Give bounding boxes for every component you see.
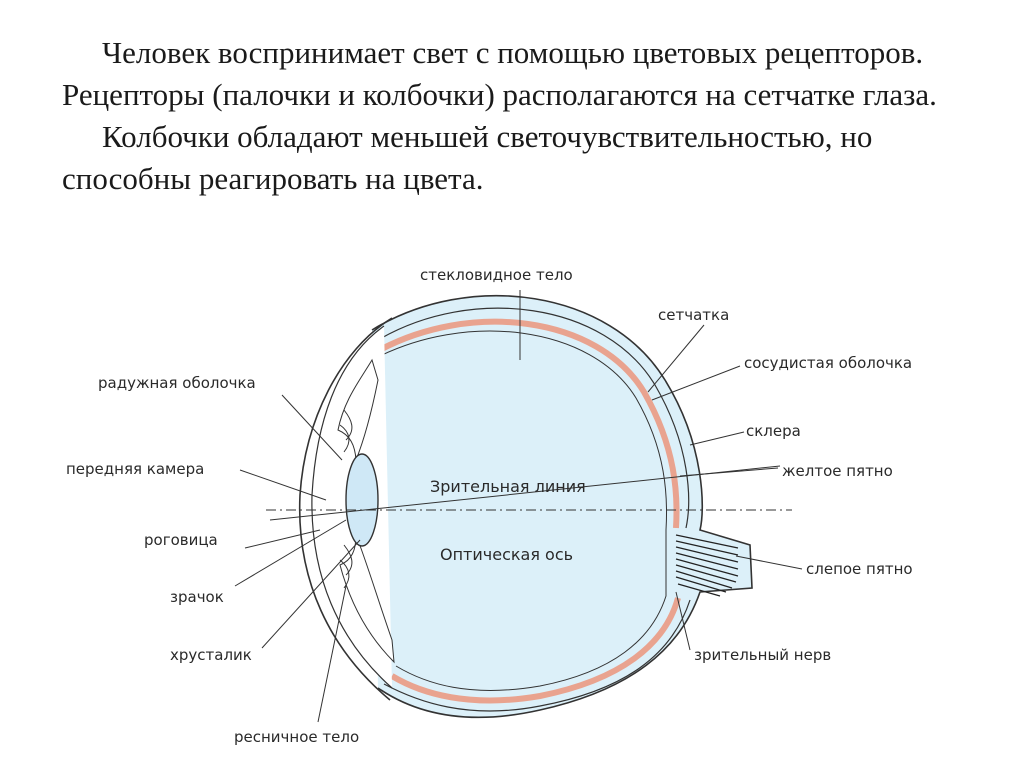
leader-lines	[234, 290, 803, 723]
vitreous-boundary	[371, 330, 668, 691]
label-ciliary-body: ресничное тело	[234, 728, 359, 746]
label-anterior-chamber: передняя камера	[66, 460, 204, 478]
eyeball	[371, 294, 753, 719]
ciliary-upper	[339, 409, 353, 453]
label-blind-spot: слепое пятно	[806, 560, 913, 578]
lens	[345, 453, 379, 547]
label-optic-nerve: зрительный нерв	[694, 646, 831, 664]
iris-ciliary	[337, 358, 395, 664]
label-iris: радужная оболочка	[98, 374, 256, 392]
paragraph-cones: Колбочки обладают меньшей светочувствите…	[62, 119, 873, 196]
ciliary-lower	[339, 544, 353, 589]
choroid-lower	[383, 599, 691, 712]
cornea-outer	[298, 317, 393, 701]
paragraph-receptors: Человек воспринимает свет с помощью цвет…	[62, 35, 937, 112]
choroid-line	[377, 307, 690, 529]
label-sclera: склера	[746, 422, 801, 440]
label-cornea: роговица	[144, 531, 218, 549]
label-vitreous: стекловидное тело	[420, 266, 573, 284]
label-retina: сетчатка	[658, 306, 729, 324]
label-lens: хрусталик	[170, 646, 252, 664]
optic-nerve	[675, 534, 739, 597]
label-visual-line: Зрительная линия	[430, 477, 586, 496]
retina-band	[374, 318, 680, 529]
label-choroid: сосудистая оболочка	[744, 354, 912, 372]
label-macula: желтое пятно	[782, 462, 893, 480]
iris-lower	[339, 534, 395, 664]
label-pupil: зрачок	[170, 588, 224, 606]
label-optical-axis: Оптическая ось	[440, 545, 573, 564]
retina-band-lower	[390, 597, 681, 704]
intro-text: Человек воспринимает свет с помощью цвет…	[62, 32, 992, 200]
